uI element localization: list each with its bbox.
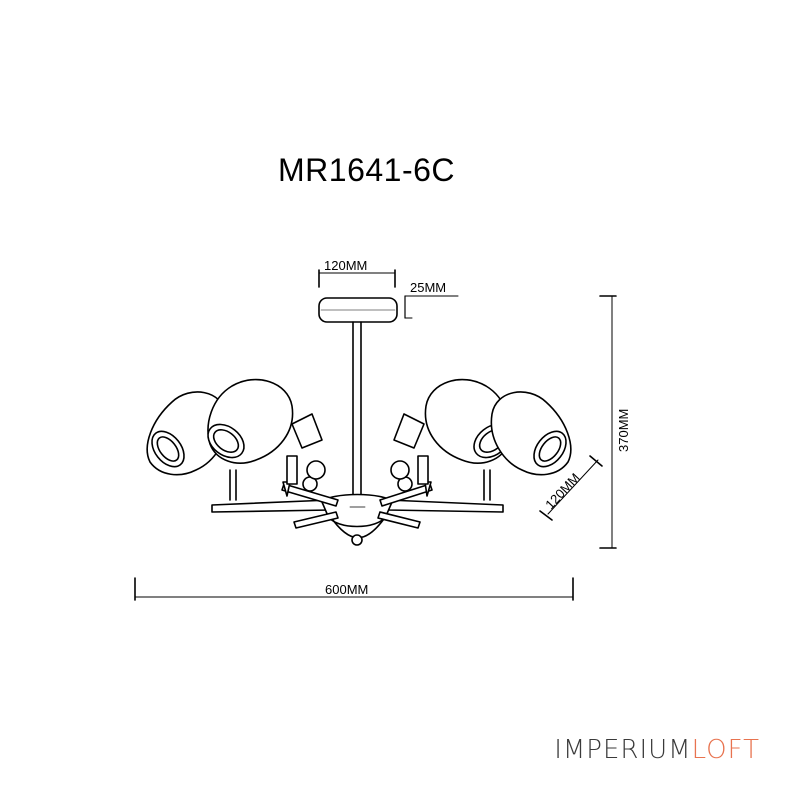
brand-logo: IMPERIUMLOFT bbox=[554, 735, 760, 765]
total-width-label: 600MM bbox=[325, 582, 368, 597]
shade-far-left bbox=[146, 391, 228, 476]
joint-left bbox=[286, 413, 326, 492]
joint-right bbox=[390, 413, 429, 492]
canopy-width-dimension bbox=[318, 269, 396, 288]
shade-left bbox=[207, 378, 294, 464]
brand-logo-part2: LOFT bbox=[691, 735, 760, 765]
canopy-width-label: 120MM bbox=[324, 258, 367, 273]
canopy-height-label: 25MM bbox=[410, 280, 446, 295]
shade-far-right bbox=[490, 391, 572, 476]
central-hub bbox=[321, 493, 393, 546]
model-title: MR1641-6C bbox=[278, 152, 456, 188]
shade-size-label: 120MM bbox=[542, 470, 583, 512]
canopy-height-dimension bbox=[404, 295, 459, 319]
center-rod bbox=[352, 321, 362, 496]
total-height-dimension bbox=[599, 295, 617, 549]
total-height-label: 370MM bbox=[616, 409, 631, 452]
total-width-dimension bbox=[134, 577, 574, 601]
shade-size-dimension bbox=[539, 455, 603, 521]
brand-logo-part1: IMPERIUM bbox=[554, 735, 692, 765]
canopy bbox=[318, 297, 398, 323]
spokes bbox=[281, 481, 433, 529]
